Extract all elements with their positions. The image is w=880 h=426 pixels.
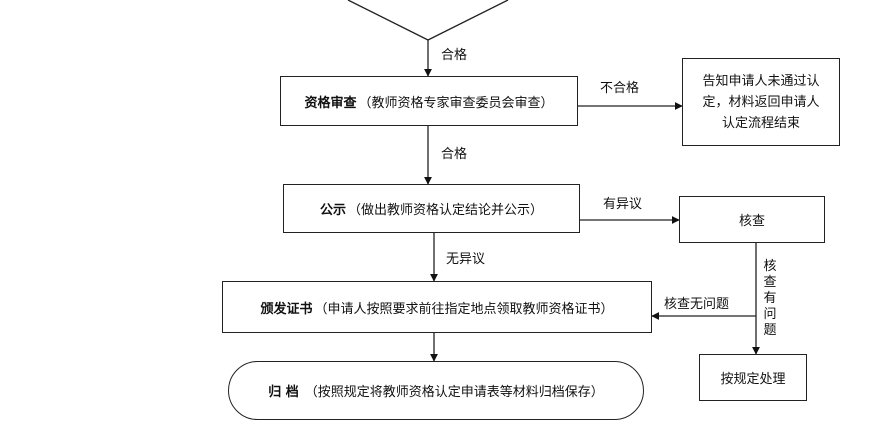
edge-label-no-problem: 核查无问题 <box>664 297 730 312</box>
issue-detail: （申请人按照要求前往指定地点领取教师资格证书） <box>314 301 614 317</box>
publicity-detail: （做出教师资格认定结论并公示） <box>348 203 544 218</box>
handle-label: 按规定处理 <box>720 372 786 387</box>
edge-label-problem: 核查有问题 <box>763 259 777 338</box>
publicity-node: 公示 （做出教师资格认定结论并公示） <box>283 184 580 233</box>
edge-label-pass-2: 合格 <box>441 147 468 162</box>
archive-title: 归 档 <box>268 385 299 400</box>
issue-title: 颁发证书 <box>260 301 313 317</box>
edge-label-fail: 不合格 <box>600 81 640 96</box>
archive-detail: （按照规定将教师资格认定申请表等材料归档保存） <box>304 385 604 400</box>
decision-diamond-right-edge <box>427 0 509 41</box>
reject-line-1: 告知申请人未通过认 <box>702 73 820 89</box>
reject-line-3: 认定流程结束 <box>721 115 800 131</box>
issue-node: 颁发证书 （申请人按照要求前往指定地点领取教师资格证书） <box>222 281 652 333</box>
archive-node: 归 档 （按照规定将教师资格认定申请表等材料归档保存） <box>228 361 644 420</box>
review-node: 资格审查 （教师资格专家审查委员会审查） <box>280 76 578 126</box>
review-detail: （教师资格专家审查委员会审查） <box>358 95 554 111</box>
decision-diamond-left-edge <box>347 0 429 41</box>
verify-node: 核查 <box>679 196 825 243</box>
edge-label-pass-1: 合格 <box>441 48 468 63</box>
handle-node: 按规定处理 <box>699 354 807 401</box>
edge-label-objection: 有异议 <box>603 197 643 212</box>
edge-label-no-objection: 无异议 <box>446 252 486 267</box>
reject-line-2: 定，材料返回申请人 <box>702 94 820 110</box>
verify-label: 核查 <box>738 214 765 229</box>
review-title: 资格审查 <box>304 95 357 111</box>
reject-node: 告知申请人未通过认 定，材料返回申请人 认定流程结束 <box>682 58 840 146</box>
publicity-title: 公示 <box>319 203 346 218</box>
